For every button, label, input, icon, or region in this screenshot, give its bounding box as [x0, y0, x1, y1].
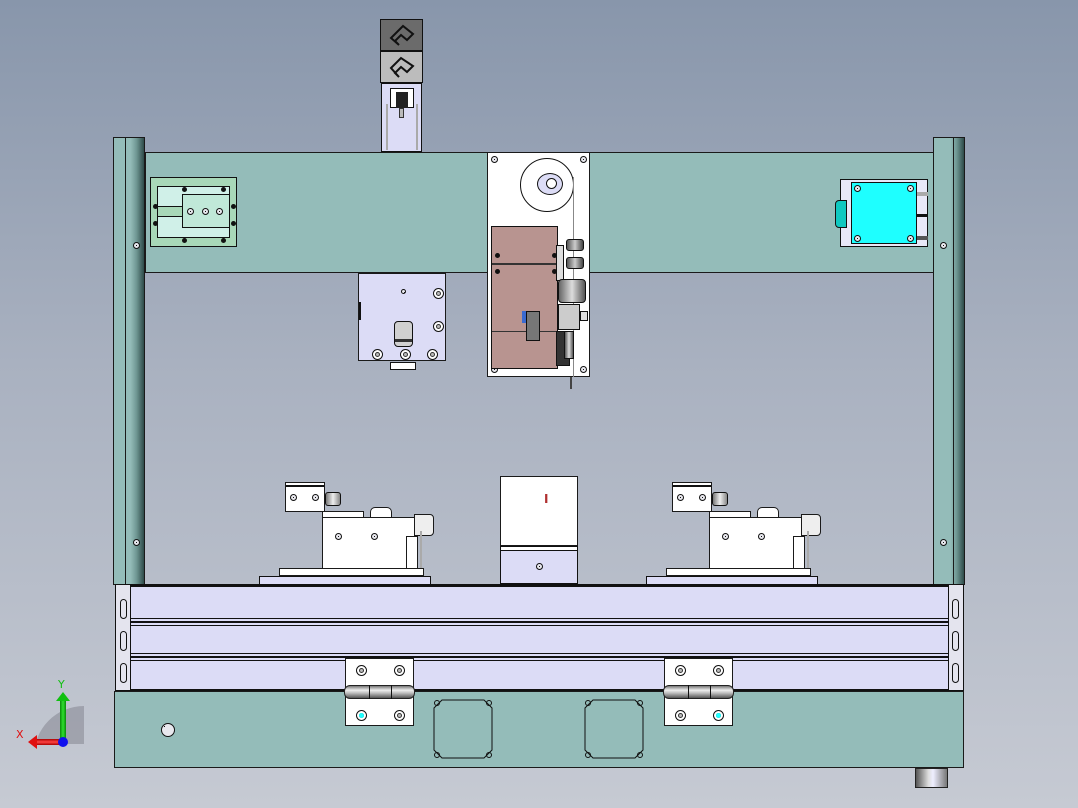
axis-x-label: X — [16, 728, 24, 741]
heater-block — [491, 226, 558, 369]
screw-icon — [161, 723, 175, 737]
motor-mount — [381, 83, 422, 152]
base-cabinet — [114, 691, 964, 768]
screw-icon — [580, 156, 587, 163]
rail-end-right — [948, 585, 963, 690]
right-column — [933, 137, 965, 585]
screw-icon — [133, 539, 140, 546]
motor-block-lower — [380, 51, 423, 83]
top-motor-unit[interactable] — [380, 19, 423, 152]
mounting-plate[interactable] — [150, 177, 237, 247]
left-column — [113, 137, 145, 585]
axis-z-dot — [58, 737, 68, 747]
aluminum-rail — [115, 584, 964, 691]
wire-spool — [520, 158, 574, 212]
leveling-foot — [915, 768, 948, 788]
axis-triad[interactable]: X Y — [14, 678, 84, 750]
motor-block-upper — [380, 19, 423, 51]
vent-cover-right — [583, 698, 645, 760]
screw-icon — [491, 156, 498, 163]
wire-feed-module[interactable] — [487, 152, 590, 377]
axis-x-arrow — [36, 739, 64, 745]
screw-icon — [940, 242, 947, 249]
axis-y-label: Y — [58, 678, 65, 691]
screw-icon — [133, 242, 140, 249]
work-station-box[interactable]: I — [500, 476, 578, 584]
logo-icon — [389, 24, 415, 46]
screw-icon — [580, 366, 587, 373]
clamping-fixture-left[interactable] — [258, 481, 438, 587]
slide-cylinder[interactable] — [358, 273, 446, 370]
rail-end-left — [116, 585, 131, 690]
screw-icon — [940, 539, 947, 546]
logo-icon — [389, 56, 415, 78]
axis-y-arrow — [60, 698, 66, 742]
vent-cover-left — [432, 698, 494, 760]
hinge-right[interactable] — [663, 658, 734, 726]
box-mark: I — [544, 492, 549, 506]
proximity-sensor[interactable] — [835, 179, 928, 247]
clamping-fixture-right[interactable] — [645, 481, 825, 587]
hinge-left[interactable] — [344, 658, 415, 726]
